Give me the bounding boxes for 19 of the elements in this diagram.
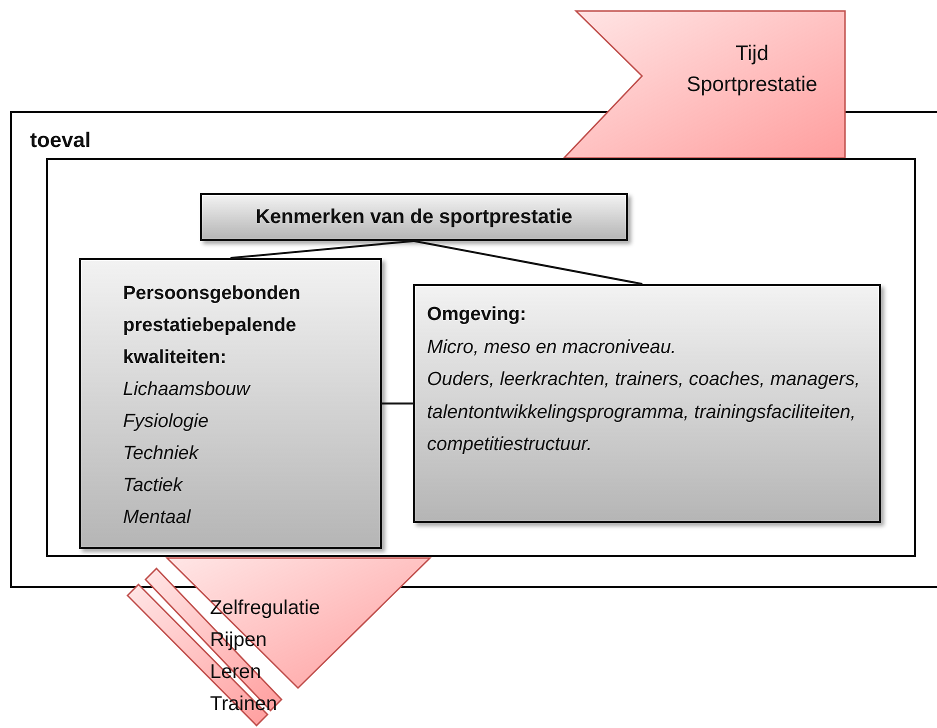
description-text: Micro, meso en macroniveau. — [427, 336, 678, 360]
list-item: Lichaamsbouw — [123, 378, 252, 402]
list-item: Techniek — [123, 442, 200, 466]
connector-line — [414, 240, 642, 285]
frame-label: toeval — [30, 128, 91, 154]
title-box — [200, 193, 628, 241]
list-item: Tactiek — [123, 474, 184, 498]
outer-frame — [10, 111, 937, 588]
environment-box — [413, 284, 881, 523]
heading: Omgeving: — [427, 303, 528, 327]
title-text: Kenmerken van de sportprestatie — [254, 205, 574, 230]
connector-line — [230, 240, 414, 259]
heading: Persoonsgebonden prestatiebepalende kwaliteiten: — [123, 282, 302, 370]
description-text: Ouders, leerkrachten, trainers, coaches, managers, talentontwikkelingsprogramma, trainingsfaciliteiten, competitiestructuur. — [427, 368, 861, 457]
list-item: Fysiologie — [123, 410, 210, 434]
inner-frame — [46, 158, 916, 557]
qualities-box — [79, 258, 382, 549]
list-item: Mentaal — [123, 506, 192, 530]
connector-line — [382, 402, 413, 404]
